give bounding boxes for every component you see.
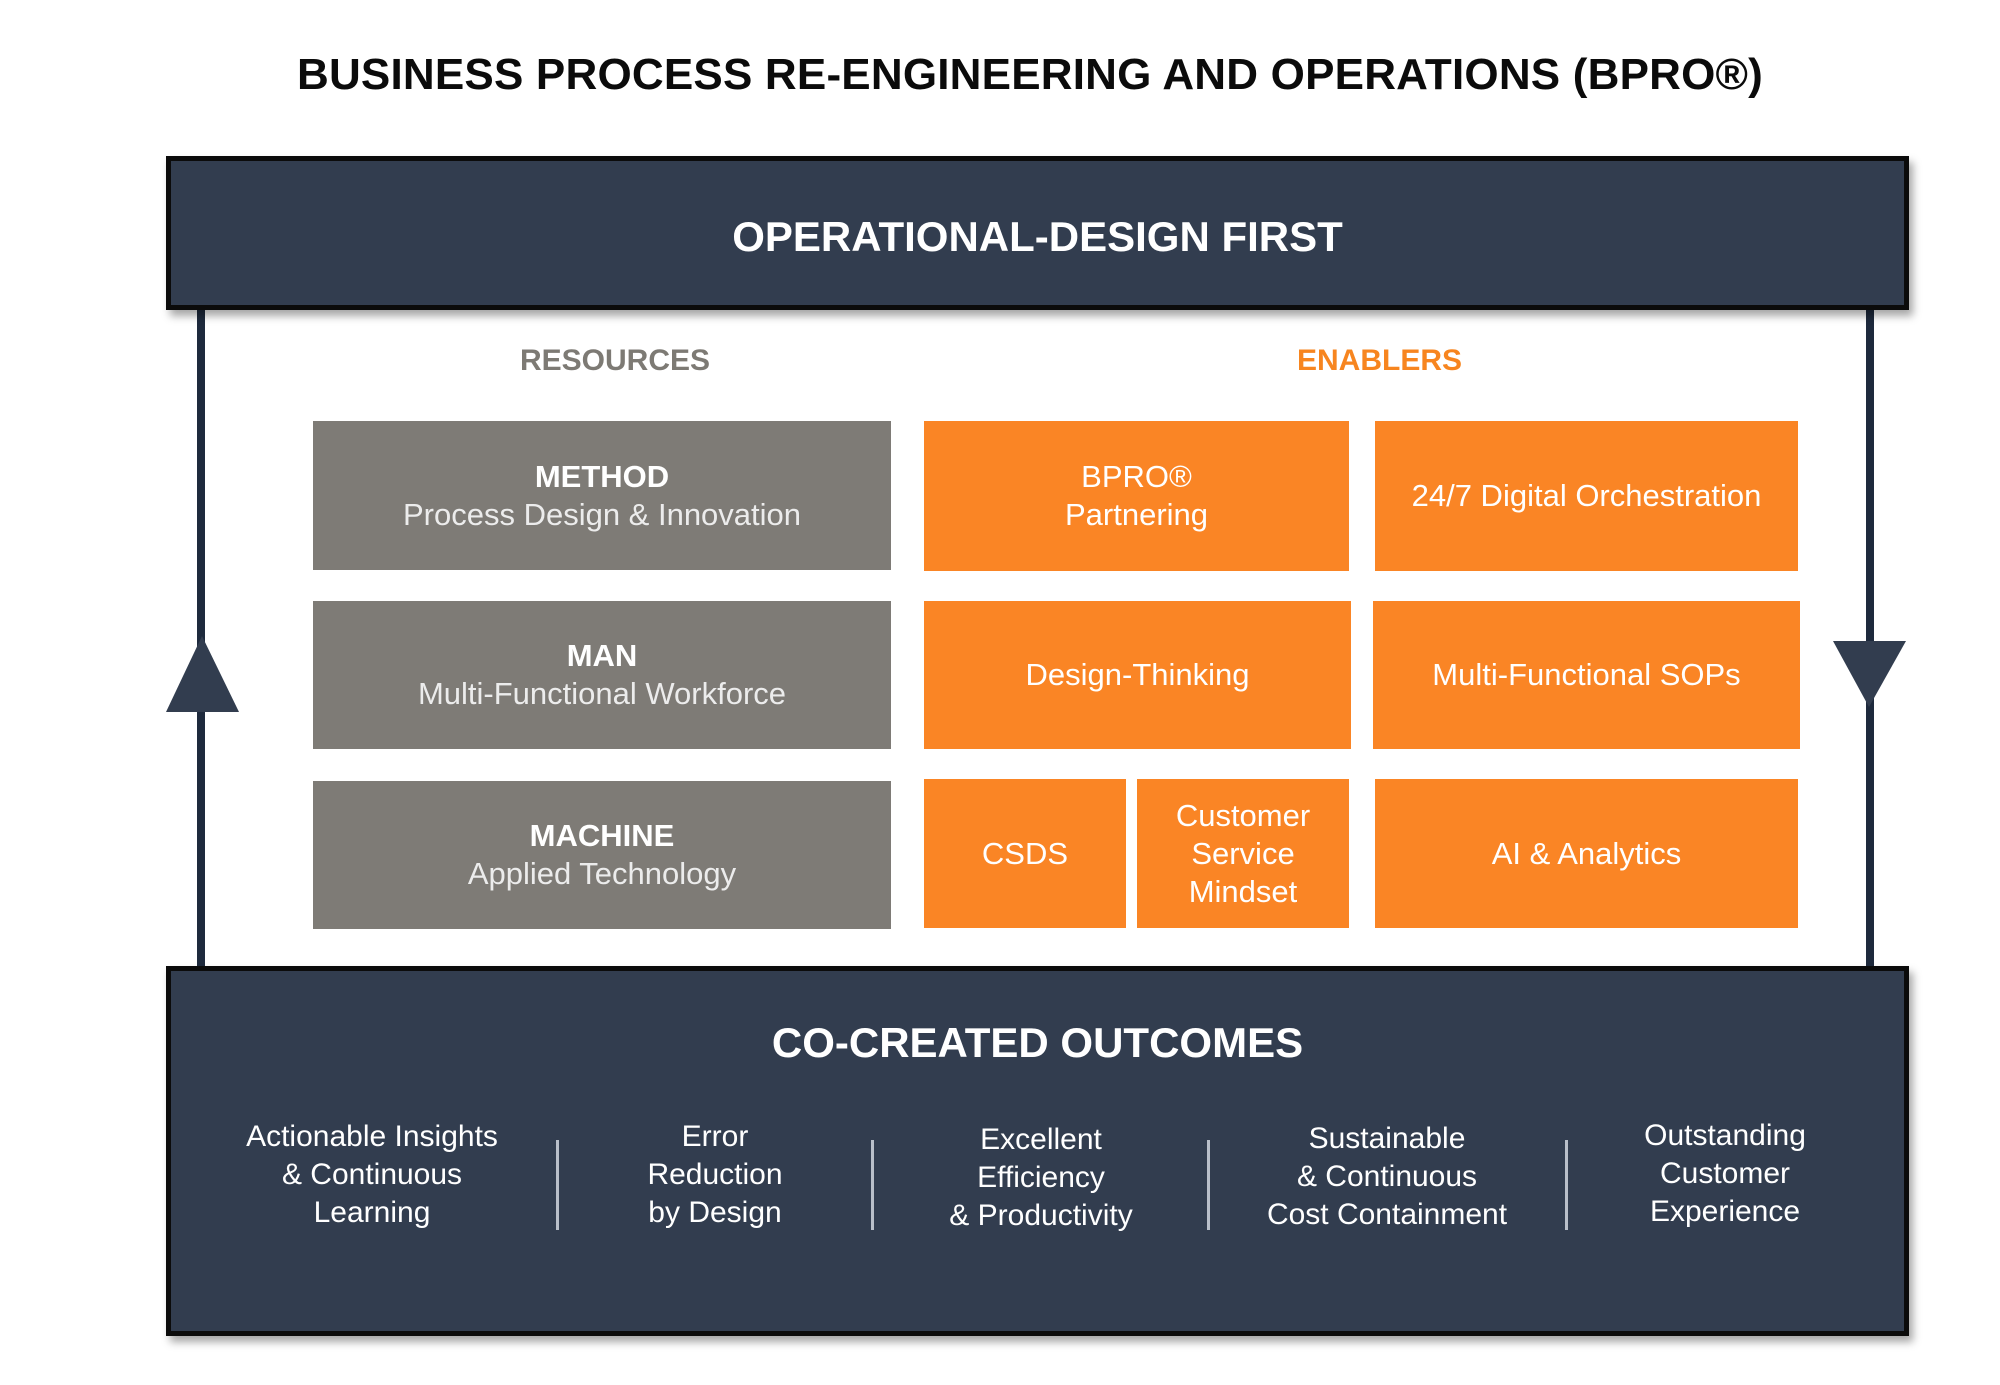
banner-title: OPERATIONAL-DESIGN FIRST bbox=[732, 213, 1343, 260]
resource-title: MAN bbox=[566, 638, 638, 673]
outcomes-title: CO-CREATED OUTCOMES bbox=[771, 1019, 1304, 1066]
resource-title: MACHINE bbox=[529, 818, 675, 853]
outcome-item: Sustainable & Continuous Cost Containmen… bbox=[1266, 1122, 1508, 1231]
enablers-heading: ENABLERS bbox=[1297, 344, 1463, 377]
outcome-divider bbox=[556, 1140, 559, 1230]
left-flow-line bbox=[197, 308, 205, 968]
outcome-item: Actionable Insights & Continuous Learnin… bbox=[246, 1120, 498, 1229]
resource-man-box: MAN Multi-Functional Workforce bbox=[313, 601, 891, 749]
resource-subtitle: Process Design & Innovation bbox=[402, 496, 802, 532]
resource-subtitle: Applied Technology bbox=[467, 856, 737, 891]
page-title: BUSINESS PROCESS RE-ENGINEERING AND OPER… bbox=[296, 50, 1764, 99]
enabler-csds-box: CSDS bbox=[924, 779, 1126, 928]
enabler-design-thinking-box: Design-Thinking bbox=[924, 601, 1351, 749]
outcome-divider bbox=[1207, 1140, 1210, 1230]
enabler-bpro-partnering-box: BPRO® Partnering bbox=[924, 421, 1349, 571]
resource-subtitle: Multi-Functional Workforce bbox=[417, 676, 787, 711]
enabler-ai-analytics-box: AI & Analytics bbox=[1375, 779, 1798, 928]
operational-design-banner: OPERATIONAL-DESIGN FIRST bbox=[166, 156, 1909, 310]
arrow-up-icon bbox=[166, 636, 239, 712]
enabler-customer-service-mindset-box: Customer Service Mindset bbox=[1137, 779, 1349, 928]
resources-heading: RESOURCES bbox=[520, 344, 711, 377]
resource-method-box: METHOD Process Design & Innovation bbox=[313, 421, 891, 570]
arrow-down-icon bbox=[1833, 641, 1906, 707]
resource-machine-box: MACHINE Applied Technology bbox=[313, 781, 891, 929]
enabler-digital-orchestration-box: 24/7 Digital Orchestration bbox=[1375, 421, 1798, 571]
resource-title: METHOD bbox=[534, 458, 670, 494]
right-flow-line bbox=[1866, 308, 1874, 968]
outcome-item: Outstanding Customer Experience bbox=[1644, 1119, 1806, 1228]
outcome-item: Error Reduction by Design bbox=[647, 1120, 783, 1229]
outcome-divider bbox=[1565, 1140, 1568, 1230]
enabler-multi-functional-sops-box: Multi-Functional SOPs bbox=[1373, 601, 1800, 749]
outcome-item: Excellent Efficiency & Productivity bbox=[949, 1123, 1133, 1232]
co-created-outcomes-panel: CO-CREATED OUTCOMES bbox=[166, 966, 1909, 1336]
outcome-divider bbox=[871, 1140, 874, 1230]
